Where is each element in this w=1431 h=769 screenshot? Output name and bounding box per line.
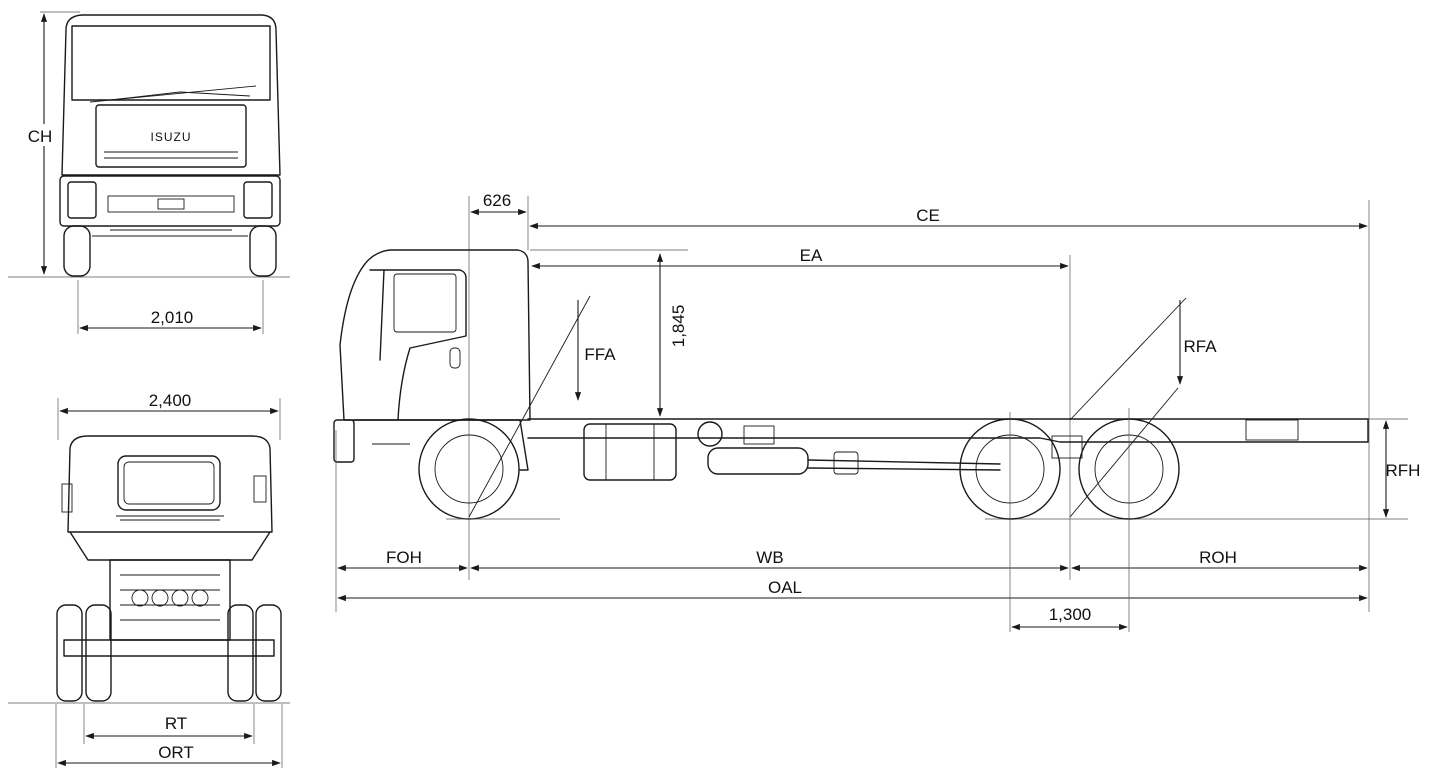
front-width-label: 2,010 <box>151 308 194 327</box>
end-to-axle-label: EA <box>800 246 823 265</box>
front-overhang-label: FOH <box>386 548 422 567</box>
front-view: CH ISUZU 2,010 <box>8 11 290 334</box>
cab-end-label: CE <box>916 206 940 225</box>
isuzu-logo-text: ISUZU <box>151 130 192 144</box>
rear-frame-angle-label: RFA <box>1183 337 1217 356</box>
front-frame-angle-label: FFA <box>584 345 616 364</box>
front-cab: ISUZU <box>59 14 281 277</box>
side-truck <box>333 249 1369 520</box>
outer-rear-track-label: ORT <box>158 743 194 762</box>
cab-to-front-axle-label: 626 <box>483 191 511 210</box>
rear-overall-width-label: 2,400 <box>149 391 192 410</box>
cab-height-label: 1,845 <box>669 305 688 348</box>
front-height-label: CH <box>28 127 53 146</box>
rear-track-label: RT <box>165 714 187 733</box>
rear-view: 2,400 RT <box>8 391 290 768</box>
overall-length-label: OAL <box>768 578 802 597</box>
rear-overhang-label: ROH <box>1199 548 1237 567</box>
rear-cab <box>8 435 290 704</box>
wheelbase-label: WB <box>756 548 783 567</box>
rear-frame-height-label: RFH <box>1386 461 1421 480</box>
side-view: 626 CE EA 1,845 FFA RFA RFH <box>333 191 1421 632</box>
axle-spread-label: 1,300 <box>1049 605 1092 624</box>
